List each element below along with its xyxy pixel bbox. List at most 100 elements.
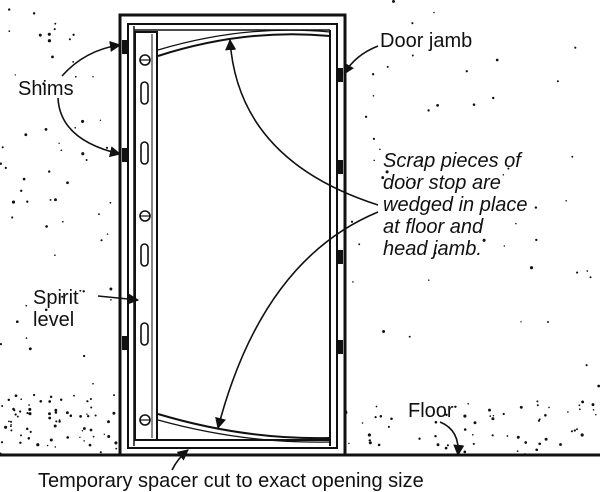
stipple-dot (66, 181, 69, 185)
stipple-dot (54, 446, 57, 448)
stipple-dot (350, 220, 354, 223)
arrow-spacer (171, 449, 189, 471)
stipple-dot (411, 22, 414, 25)
stipple-dot (109, 201, 112, 204)
level-slot-2 (140, 141, 149, 165)
stipple-dot (54, 408, 58, 412)
stipple-dot (32, 393, 36, 397)
stipple-dot (1, 405, 4, 407)
stipple-dot (74, 75, 77, 78)
stipple-dot (83, 440, 85, 442)
stipple-dot (4, 166, 7, 170)
stipple-dot (503, 245, 506, 247)
stipple-dot (68, 38, 71, 41)
stipple-dot (47, 32, 51, 36)
stipple-dot (408, 335, 411, 338)
stipple-dot (548, 406, 550, 409)
stipple-dot (51, 55, 54, 59)
arrow-note-head (225, 38, 379, 206)
stipple-dot (535, 238, 538, 242)
stipple-dot (92, 75, 94, 78)
stipple-dot (58, 420, 61, 423)
stipple-dot (519, 405, 523, 409)
stipple-dot (114, 441, 118, 445)
stipple-dot (79, 289, 82, 292)
stipple-dot (427, 109, 430, 112)
note-line: head jamb. (383, 238, 482, 260)
stipple-dot (535, 448, 539, 452)
shim-right-3 (337, 250, 343, 264)
stipple-dot (0, 162, 3, 165)
stipple-dot (434, 434, 437, 438)
stipple-dot (375, 405, 378, 408)
stipple-dot (90, 406, 93, 409)
stipple-dot (507, 167, 510, 170)
stipple-dot (88, 443, 92, 447)
shim-left-2 (122, 148, 128, 162)
arrow-floor (439, 421, 465, 457)
stipple-dot (48, 400, 52, 403)
stipple-dot (411, 54, 414, 57)
stipple-dot (472, 103, 476, 106)
stipple-dot (364, 115, 368, 118)
stipple-dot (544, 414, 547, 417)
stipple-dot (491, 96, 495, 100)
stipple-dot (105, 146, 109, 149)
stipple-dot (580, 433, 584, 437)
spirit-level (134, 31, 158, 441)
stipple-dot (38, 33, 42, 37)
floor-label: Floor (408, 400, 454, 422)
stipple-dot (463, 450, 467, 454)
stipple-dot (49, 395, 53, 399)
stipple-dot (565, 200, 567, 202)
stipple-dot (49, 438, 53, 442)
stipple-dot (506, 435, 509, 437)
stipple-dot (368, 441, 372, 445)
stipple-dot (516, 450, 519, 452)
stipple-dot (82, 427, 86, 430)
stipple-dot (86, 400, 89, 403)
stipple-dot (595, 413, 597, 416)
note-line: Scrap pieces of (383, 150, 521, 172)
stipple-dot (55, 420, 58, 423)
stipple-dot (556, 80, 559, 83)
stipple-dot (53, 424, 57, 428)
stipple-dot (79, 436, 81, 439)
stipple-dot (482, 238, 486, 242)
stipple-dot (113, 394, 115, 397)
stipple-dot (61, 295, 64, 298)
stipple-dot (61, 220, 64, 223)
stipple-dot (25, 337, 28, 339)
stipple-dot (72, 61, 74, 63)
stipple-dot (536, 400, 539, 403)
stipple-dot (406, 176, 409, 179)
stipple-dot (445, 413, 448, 417)
stipple-dot (524, 441, 528, 444)
shim-right-1 (337, 68, 343, 82)
level-slot-3 (140, 243, 149, 267)
stipple-dot (59, 398, 63, 401)
stipple-dot (491, 434, 494, 437)
stipple-dot (7, 398, 11, 402)
stipple-dot (11, 216, 14, 219)
stipple-dot (15, 320, 19, 324)
stipple-dot (66, 436, 70, 439)
stipple-dot (73, 394, 75, 397)
stipple-dot (488, 408, 491, 412)
stipple-dot (24, 133, 28, 137)
stipple-dot (454, 405, 457, 409)
stipple-dot (58, 142, 60, 145)
stipple-dot (581, 400, 585, 404)
stipple-dot (86, 413, 88, 415)
stipple-dot (489, 415, 492, 417)
shim-left-3 (122, 336, 128, 350)
note-line: wedged in place (383, 194, 528, 216)
stipple-dot (515, 222, 517, 225)
outer-jamb (118, 13, 347, 457)
shim-right-4 (337, 340, 343, 354)
spacer-label: Temporary spacer cut to exact opening si… (38, 470, 424, 492)
stipple-dot (369, 439, 371, 442)
stipple-dot (54, 411, 58, 414)
stipple-dot (16, 415, 19, 418)
